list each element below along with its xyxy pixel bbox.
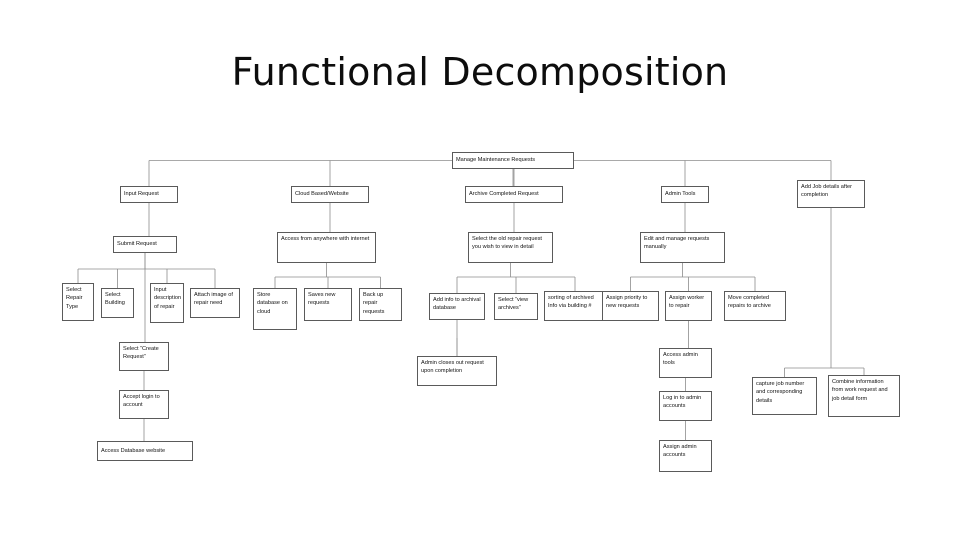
diagram-node-b2[interactable]: Cloud Based/Website [291,186,369,203]
diagram-node-label: Edit and manage requests manually [644,236,710,251]
diagram-node-b5b[interactable]: Combine information from work request an… [828,375,900,417]
diagram-node-label: Select Building [105,292,125,307]
diagram-node-b5[interactable]: Add Job details after completion [797,180,865,208]
diagram-node-b3b[interactable]: Admin closes out request upon completion [417,356,497,386]
diagram-node-b2a[interactable]: Access from anywhere with internet [277,232,376,263]
diagram-node-label: Select the old repair request you wish t… [472,236,542,251]
diagram-node-label: Assign worker to repair [669,295,705,310]
diagram-node-label: Store database on cloud [257,292,288,315]
diagram-node-b4a3[interactable]: Move completed repairs to archive [724,291,786,321]
diagram-node-label: Log in to admin accounts [663,395,702,410]
diagram-node-label: Select Repair Type [66,287,83,310]
diagram-node-b4a1[interactable]: Assign priority to new requests [602,291,659,321]
diagram-node-label: Cloud Based/Website [295,191,349,198]
diagram-node-b4[interactable]: Admin Tools [661,186,709,203]
diagram-node-b1b[interactable]: Select “Create Request” [119,342,169,371]
diagram-node-b1a[interactable]: Submit Request [113,236,177,253]
diagram-node-label: Attach image of repair need [194,292,233,307]
diagram-node-b4d[interactable]: Assign admin accounts [659,440,712,472]
diagram-node-b1a3[interactable]: Input description of repair [150,283,184,323]
diagram-node-label: capture job number and corresponding det… [756,381,805,404]
diagram-node-label: Input description of repair [154,287,182,310]
diagram-node-label: Archive Completed Request [469,191,539,198]
diagram-node-b5a[interactable]: capture job number and corresponding det… [752,377,817,415]
diagram-node-root[interactable]: Manage Maintenance Requests [452,152,574,169]
diagram-node-label: Assign priority to new requests [606,295,648,310]
diagram-node-label: Submit Request [117,241,157,248]
diagram-node-label: Admin closes out request upon completion [421,360,484,375]
diagram-node-b4b[interactable]: Access admin tools [659,348,712,378]
diagram-node-b2a3[interactable]: Back up repair requests [359,288,402,321]
diagram-node-b4a2[interactable]: Assign worker to repair [665,291,712,321]
diagram-node-label: sorting of archived Info via building # [548,295,594,310]
diagram-node-label: Assign admin accounts [663,444,697,459]
diagram-node-label: Access admin tools [663,352,698,367]
diagram-node-label: Move completed repairs to archive [728,295,771,310]
diagram-node-label: Back up repair requests [363,292,385,315]
diagram-node-label: Combine information from work request an… [832,379,888,402]
diagram-node-b3a1[interactable]: Add info to archival database [429,293,485,320]
diagram-node-label: Saves new requests [308,292,336,307]
diagram-node-b3a2[interactable]: Select “view archives” [494,293,538,320]
diagram-node-label: Add info to archival database [433,297,481,312]
diagram-node-b3[interactable]: Archive Completed Request [465,186,563,203]
diagram-node-b2a2[interactable]: Saves new requests [304,288,352,321]
diagram-node-b4a[interactable]: Edit and manage requests manually [640,232,725,263]
diagram-node-b3a[interactable]: Select the old repair request you wish t… [468,232,553,263]
diagram-node-label: Access from anywhere with internet [281,236,370,242]
diagram-node-label: Select “view archives” [498,297,529,312]
diagram-node-b1c[interactable]: Accept login to account [119,390,169,419]
diagram-node-b1d[interactable]: Access Database website [97,441,193,461]
diagram-node-b1a4[interactable]: Attach image of repair need [190,288,240,318]
diagram-node-label: Input Request [124,191,159,198]
diagram-node-b1a1[interactable]: Select Repair Type [62,283,94,321]
diagram-node-b4c[interactable]: Log in to admin accounts [659,391,712,421]
diagram-node-label: Select “Create Request” [123,346,159,361]
diagram-node-label: Add Job details after completion [801,184,852,199]
diagram-node-label: Accept login to account [123,394,160,409]
diagram-node-b1a2[interactable]: Select Building [101,288,134,318]
page-title: Functional Decomposition [231,50,729,94]
diagram-node-b3a3[interactable]: sorting of archived Info via building # [544,291,606,321]
diagram-node-label: Manage Maintenance Requests [456,157,535,164]
diagram-node-label: Access Database website [101,447,166,454]
diagram-node-b2a1[interactable]: Store database on cloud [253,288,297,330]
diagram-node-b1[interactable]: Input Request [120,186,178,203]
diagram-node-label: Admin Tools [665,191,696,198]
